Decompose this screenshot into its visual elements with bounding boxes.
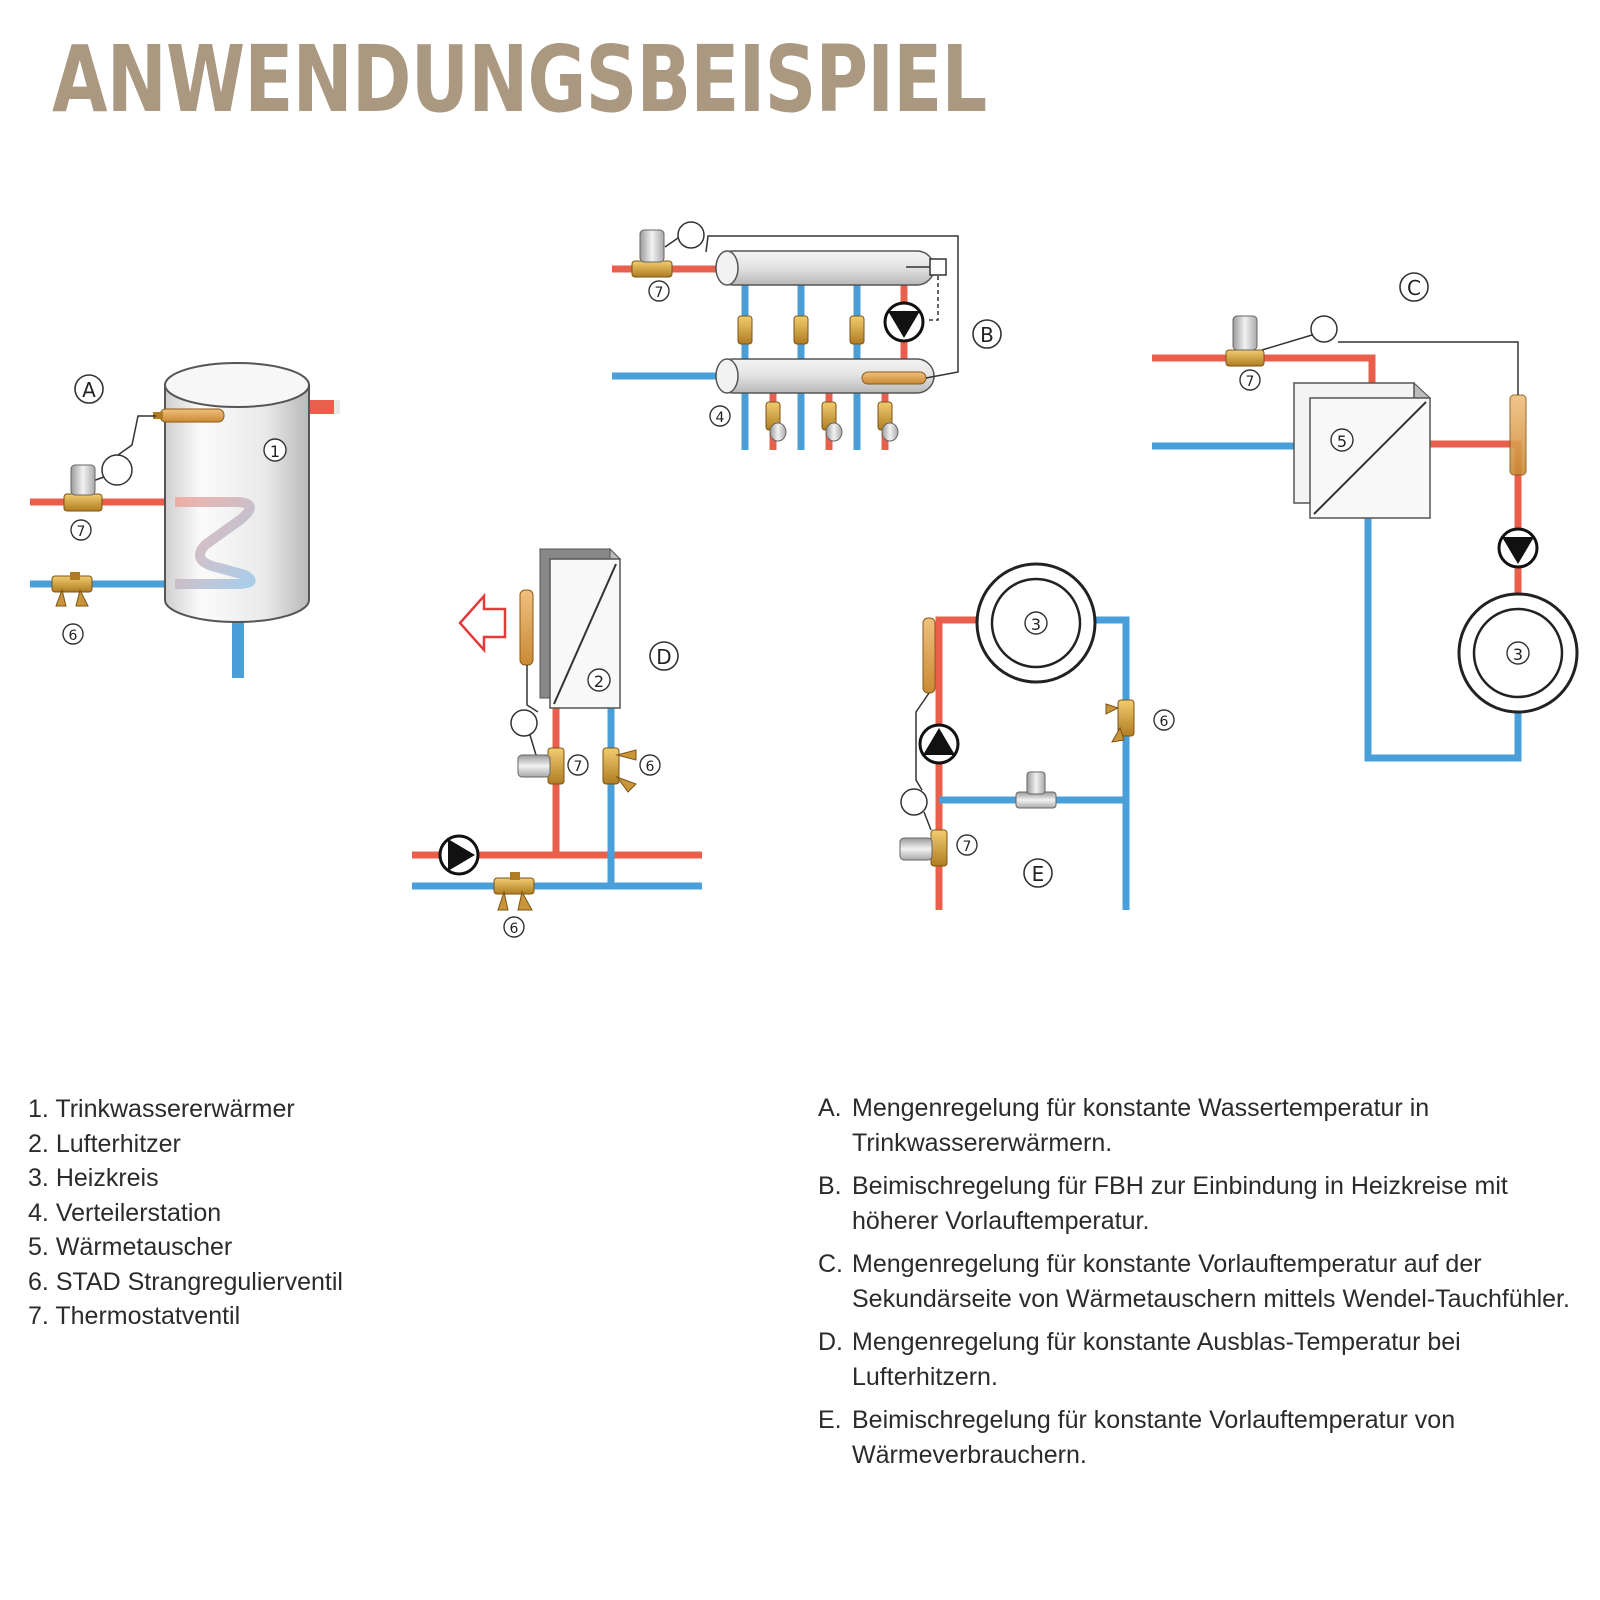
svg-text:E: E bbox=[1032, 862, 1045, 886]
svg-text:3: 3 bbox=[1513, 645, 1523, 664]
svg-text:6: 6 bbox=[646, 759, 655, 775]
svg-text:7: 7 bbox=[1246, 374, 1255, 390]
pump-d bbox=[438, 834, 480, 876]
label-3e: 3 bbox=[1024, 611, 1048, 635]
svg-text:7: 7 bbox=[655, 285, 664, 301]
system-e: E 3 6 7 bbox=[899, 562, 1175, 910]
component-legend: 1. Trinkwassererwärmer 2. Lufterhitzer 3… bbox=[28, 1092, 343, 1334]
heat-exchanger bbox=[1292, 381, 1432, 520]
thermostat-valve-d bbox=[517, 747, 565, 785]
label-4: 4 bbox=[709, 405, 731, 427]
component-item: 3. Heizkreis bbox=[28, 1164, 159, 1192]
svg-text:7: 7 bbox=[963, 839, 972, 855]
pump-b bbox=[883, 301, 925, 343]
label-6a: 6 bbox=[62, 623, 84, 645]
pump-c bbox=[1497, 527, 1539, 569]
label-6d1: 6 bbox=[639, 754, 661, 776]
svg-text:1: 1 bbox=[270, 442, 280, 461]
svg-text:C: C bbox=[1407, 276, 1421, 300]
balancing-valve-d2 bbox=[493, 872, 535, 911]
thermostat-valve-b bbox=[631, 229, 673, 278]
tank-sensor bbox=[153, 408, 225, 423]
svg-text:B: B bbox=[980, 323, 994, 347]
air-heater bbox=[538, 547, 622, 710]
component-item: 7. Thermostatventil bbox=[28, 1302, 241, 1330]
balancing-valve-e bbox=[1105, 699, 1135, 743]
label-A: A bbox=[74, 374, 104, 404]
system-b: B 7 4 bbox=[612, 221, 1002, 450]
label-7b: 7 bbox=[648, 280, 670, 302]
label-5: 5 bbox=[1330, 428, 1354, 452]
label-C: C bbox=[1399, 272, 1429, 302]
hydraulic-diagram: A 1 7 6 bbox=[30, 221, 1579, 938]
label-6d2: 6 bbox=[503, 916, 525, 938]
branch-valves-b bbox=[737, 315, 899, 442]
airflow-arrow bbox=[458, 592, 507, 654]
svg-text:6: 6 bbox=[69, 628, 78, 644]
balancing-valve-a bbox=[51, 572, 93, 607]
label-E: E bbox=[1023, 858, 1053, 888]
component-item: 2. Lufterhitzer bbox=[28, 1129, 181, 1158]
application-item: C.Mengenregelung für konstante Vorlaufte… bbox=[818, 1250, 1570, 1313]
label-B: B bbox=[972, 319, 1002, 349]
thermostat-valve-e bbox=[899, 829, 948, 867]
application-item: A.Mengenregelung für konstante Wassertem… bbox=[818, 1094, 1430, 1157]
coil-sensor-c bbox=[1509, 394, 1527, 476]
system-a: A 1 7 6 bbox=[30, 362, 340, 678]
svg-text:4: 4 bbox=[716, 410, 725, 426]
label-3c: 3 bbox=[1506, 641, 1530, 665]
svg-text:6: 6 bbox=[1160, 714, 1169, 730]
component-item: 4. Verteilerstation bbox=[28, 1198, 222, 1227]
thermostat-valve-a bbox=[63, 464, 103, 512]
system-c: C 5 7 3 bbox=[1152, 272, 1579, 762]
supply-header bbox=[715, 250, 935, 286]
label-7a: 7 bbox=[70, 519, 92, 541]
label-6e: 6 bbox=[1153, 709, 1175, 731]
air-sensor-d bbox=[519, 589, 534, 666]
thermostat-valve-c bbox=[1225, 315, 1265, 367]
system-d: D 2 7 6 6 bbox=[412, 547, 702, 938]
application-legend: A.Mengenregelung für konstante Wassertem… bbox=[818, 1091, 1578, 1481]
svg-text:6: 6 bbox=[510, 921, 519, 937]
pipe-sensor-e bbox=[922, 617, 936, 694]
svg-text:D: D bbox=[656, 645, 671, 669]
page-title: ANWENDUNGSBEISPIEL bbox=[52, 26, 987, 133]
application-item: E.Beimischregelung für konstante Vorlauf… bbox=[818, 1406, 1456, 1469]
label-7d: 7 bbox=[567, 754, 589, 776]
heating-coil bbox=[175, 497, 256, 589]
svg-text:3: 3 bbox=[1031, 615, 1041, 634]
label-D: D bbox=[649, 641, 679, 671]
label-2: 2 bbox=[587, 668, 611, 692]
component-item: 1. Trinkwassererwärmer bbox=[28, 1095, 295, 1123]
component-item: 5. Wärmetauscher bbox=[28, 1233, 233, 1261]
label-7c: 7 bbox=[1239, 369, 1261, 391]
component-item: 6. STAD Strangregulierventil bbox=[28, 1267, 343, 1296]
label-7e: 7 bbox=[956, 834, 978, 856]
pump-e bbox=[918, 723, 960, 765]
bypass-valve-e bbox=[1015, 771, 1057, 809]
application-item: D.Mengenregelung für konstante Ausblas-T… bbox=[818, 1328, 1461, 1391]
header-sensor bbox=[861, 371, 927, 385]
application-item: B.Beimischregelung für FBH zur Einbindun… bbox=[818, 1172, 1508, 1235]
label-1: 1 bbox=[263, 438, 287, 462]
balancing-valve-d1 bbox=[602, 747, 637, 793]
svg-text:A: A bbox=[82, 378, 96, 402]
svg-text:7: 7 bbox=[574, 759, 583, 775]
svg-text:5: 5 bbox=[1337, 432, 1347, 451]
svg-text:2: 2 bbox=[594, 672, 604, 691]
svg-text:7: 7 bbox=[77, 524, 86, 540]
